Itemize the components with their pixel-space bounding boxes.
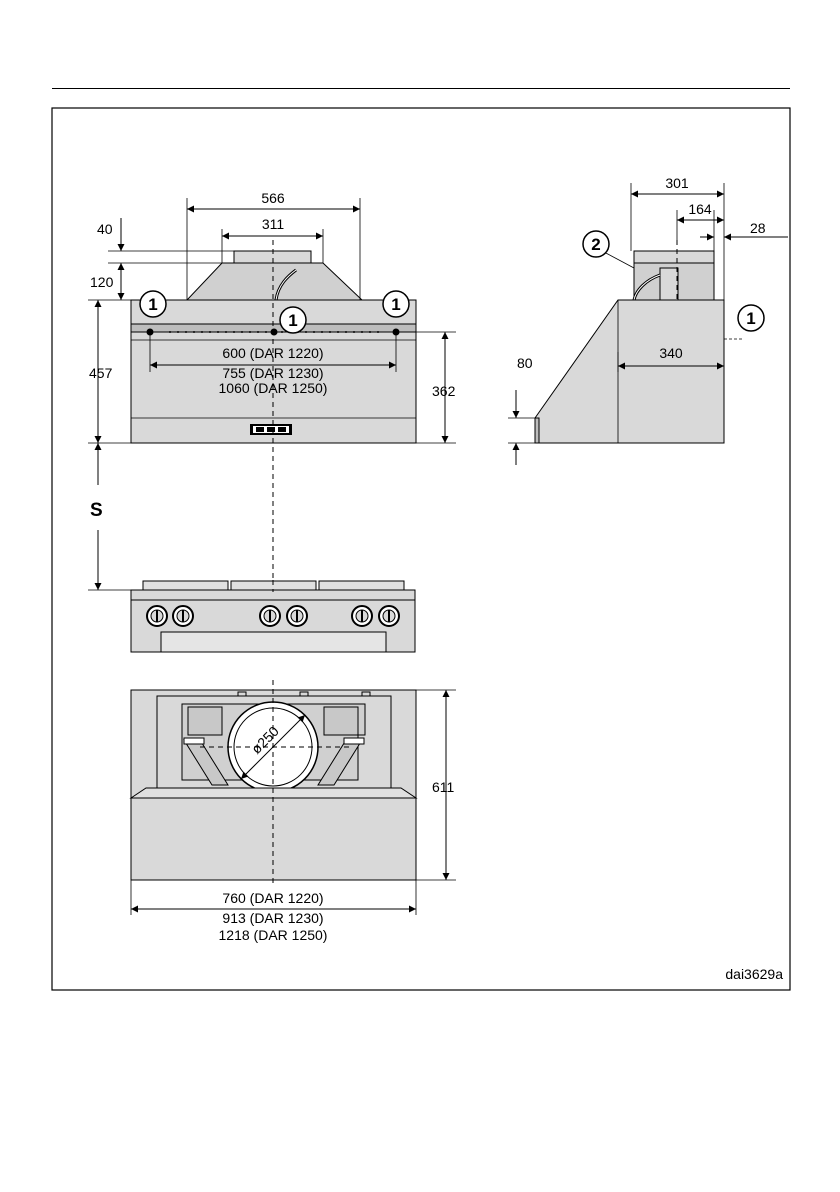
dim-457: 457 bbox=[89, 365, 113, 381]
dim-28: 28 bbox=[750, 220, 766, 236]
dim-311: 311 bbox=[262, 216, 285, 232]
rail-hole bbox=[369, 331, 371, 333]
rail-hole bbox=[305, 331, 307, 333]
rail-hole bbox=[337, 331, 339, 333]
cooktop-oven-door bbox=[161, 632, 386, 652]
callout-1-right: 1 bbox=[383, 291, 409, 317]
rail-hole bbox=[321, 331, 323, 333]
rail-hole bbox=[329, 331, 331, 333]
rail-hole bbox=[249, 331, 251, 333]
cooktop-knob bbox=[287, 606, 307, 626]
rail-hole bbox=[361, 331, 363, 333]
rail-hole bbox=[209, 331, 211, 333]
dim-611: 611 bbox=[432, 779, 455, 795]
dim-362: 362 bbox=[432, 383, 456, 399]
rail-hole bbox=[177, 331, 179, 333]
rail-hole bbox=[193, 331, 195, 333]
dim-120: 120 bbox=[90, 274, 114, 290]
dim-width-3: 1218 (DAR 1250) bbox=[219, 927, 328, 943]
front-view: 566 311 40 120 457 362 600 (DAR 1220) 75… bbox=[88, 190, 456, 600]
dim-bracket-1: 600 (DAR 1220) bbox=[222, 345, 323, 361]
callout-1-center: 1 bbox=[280, 307, 306, 333]
cooktop-knob bbox=[147, 606, 167, 626]
rail-hole bbox=[241, 331, 243, 333]
rail-hole bbox=[169, 331, 171, 333]
dim-bracket-2: 755 (DAR 1230) bbox=[222, 365, 323, 381]
rail-hole bbox=[313, 331, 315, 333]
dim-clearance-s: S bbox=[90, 500, 103, 521]
dim-40: 40 bbox=[97, 221, 113, 237]
side-canopy-body bbox=[535, 300, 724, 443]
dim-301: 301 bbox=[665, 175, 689, 191]
dim-340: 340 bbox=[659, 345, 683, 361]
cooktop-knob bbox=[352, 606, 372, 626]
dim-width-1: 760 (DAR 1220) bbox=[222, 890, 323, 906]
rail-hole bbox=[345, 331, 347, 333]
svg-text:1: 1 bbox=[148, 295, 157, 314]
rail-hole bbox=[201, 331, 203, 333]
rail-hole bbox=[281, 331, 283, 333]
rail-hole bbox=[185, 331, 187, 333]
rail-hole bbox=[265, 331, 267, 333]
callout-1-side: 1 bbox=[738, 305, 764, 331]
cooktop-knobs bbox=[147, 606, 399, 626]
dim-164: 164 bbox=[688, 201, 712, 217]
dim-566: 566 bbox=[261, 190, 285, 206]
svg-text:1: 1 bbox=[746, 309, 755, 328]
cooktop-knob bbox=[379, 606, 399, 626]
rail-hole bbox=[353, 331, 355, 333]
side-view: 301 164 28 340 80 2 1 bbox=[508, 175, 788, 465]
dim-width-2: 913 (DAR 1230) bbox=[222, 910, 323, 926]
side-outlet-collar bbox=[634, 251, 714, 263]
rail-hole bbox=[233, 331, 235, 333]
front-fixing-point-right bbox=[393, 329, 400, 336]
dim-80: 80 bbox=[517, 355, 533, 371]
cooktop-knob bbox=[173, 606, 193, 626]
svg-text:1: 1 bbox=[288, 311, 297, 330]
rail-hole bbox=[257, 331, 259, 333]
top-view: ø250 611 760 (DAR 1220) 913 (DAR 1230) 1… bbox=[131, 680, 456, 943]
figure-code: dai3629a bbox=[725, 966, 783, 982]
rail-hole bbox=[225, 331, 227, 333]
cooktop-knob bbox=[260, 606, 280, 626]
svg-text:2: 2 bbox=[591, 235, 600, 254]
callout-1-left: 1 bbox=[140, 291, 166, 317]
rail-hole bbox=[377, 331, 379, 333]
callout-2-side: 2 bbox=[583, 231, 634, 268]
cooktop bbox=[131, 580, 415, 652]
svg-text:1: 1 bbox=[391, 295, 400, 314]
dim-bracket-3: 1060 (DAR 1250) bbox=[219, 380, 328, 396]
rail-hole bbox=[217, 331, 219, 333]
front-fixing-point-left bbox=[147, 329, 154, 336]
front-fixing-point-center bbox=[271, 329, 278, 336]
front-cone bbox=[187, 263, 362, 300]
